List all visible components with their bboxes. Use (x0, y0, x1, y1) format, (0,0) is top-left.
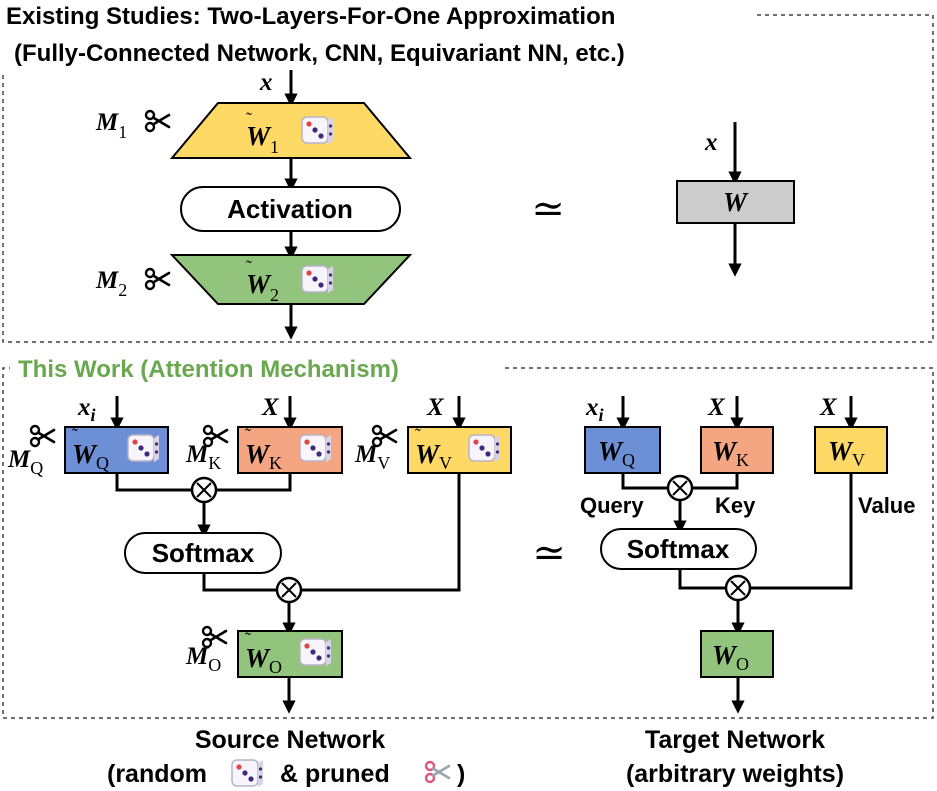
src-wv-label: WV (415, 439, 452, 473)
approx-symbol: ≃ (532, 530, 566, 575)
source-network-close-paren: ) (457, 760, 465, 788)
activation-label: Activation (227, 194, 353, 224)
tgt-wo-block (700, 630, 774, 678)
bottom-section-title: This Work (Attention Mechanism) (18, 356, 399, 383)
dice-icon (231, 759, 264, 788)
tgt-input-k-label: X (707, 394, 726, 421)
scissors-icon (29, 424, 56, 448)
tgt-wq-label: WQ (598, 436, 635, 470)
target-weight-label: W (723, 187, 749, 217)
top-section-title: Existing Studies: Two-Layers-For-One App… (6, 3, 615, 30)
tgt-key-label: Key (715, 493, 756, 518)
scissors-icon (424, 760, 451, 784)
multiply-icon (275, 576, 303, 604)
target-network-subtitle: (arbitrary weights) (626, 760, 844, 788)
tgt-wv-label: WV (828, 436, 865, 470)
src-softmax-to-multiply (202, 573, 276, 592)
weight1-layer (169, 102, 413, 159)
src-mask-k-label: MK (185, 441, 221, 473)
src-mask-v-label: MV (354, 441, 390, 473)
dice-icon (299, 638, 332, 667)
top-section: Existing Studies: Two-Layers-For-One App… (2, 3, 934, 343)
top-section-subtitle: (Fully-Connected Network, CNN, Equivaria… (14, 40, 625, 67)
dice-icon (301, 265, 334, 294)
tgt-wo-label: WO (712, 640, 749, 674)
src-softmax-label: Softmax (152, 538, 255, 568)
input-x-label: x (259, 69, 273, 96)
weight2-layer (169, 254, 413, 305)
src-wq-label: WQ (72, 439, 109, 473)
src-input-v-label: X (426, 394, 445, 421)
dice-icon (301, 116, 334, 145)
src-input-q-label: xi (77, 394, 96, 425)
source-network-title: Source Network (195, 726, 385, 754)
src-mask-q-label: MQ (7, 446, 43, 478)
tgt-wq-block (584, 426, 661, 474)
weight1-label: W1 (246, 121, 279, 157)
bottom-section-border (2, 367, 934, 719)
footer: Source Network (random & pruned ) Target… (107, 726, 844, 788)
target-weight-block (676, 180, 795, 224)
tgt-softmax-to-multiply (678, 569, 725, 590)
target-input-x-label: x (704, 129, 718, 156)
target-network-title: Target Network (645, 726, 825, 754)
tilde-mark: ˜ (415, 425, 421, 445)
multiply-icon (190, 476, 218, 504)
tilde-mark: ˜ (245, 629, 251, 649)
top-section-border (2, 14, 934, 343)
src-mask-o-label: MO (185, 643, 221, 675)
multiply-icon (724, 574, 752, 602)
tgt-input-v-label: X (819, 394, 838, 421)
scissors-icon (144, 109, 171, 133)
approx-symbol: ≃ (531, 186, 565, 231)
scissors-icon (144, 267, 171, 291)
dice-icon (468, 434, 501, 463)
dice-icon (127, 434, 160, 463)
multiply-icon (666, 474, 694, 502)
mask2-label: M2 (95, 267, 127, 300)
tgt-query-label: Query (580, 493, 644, 518)
src-input-k-label: X (261, 394, 280, 421)
tgt-input-q-label: xi (585, 394, 604, 425)
source-network-random-text: (random (107, 760, 207, 788)
tgt-softmax-label: Softmax (627, 534, 730, 564)
src-wo-label: WO (245, 643, 282, 677)
tilde-mark: ˜ (72, 425, 78, 445)
mask1-label: M1 (95, 109, 127, 142)
src-wk-label: WK (245, 439, 282, 473)
tgt-wk-block (700, 426, 774, 474)
weight2-label: W2 (246, 269, 279, 305)
tgt-v-to-multiply (751, 473, 853, 590)
source-network-pruned-text: & pruned (280, 760, 390, 788)
dice-icon (299, 434, 332, 463)
bottom-section: This Work (Attention Mechanism) xi MQ WQ… (2, 356, 934, 719)
tilde-mark: ˜ (245, 425, 251, 445)
tgt-value-label: Value (858, 493, 915, 518)
src-v-to-multiply (302, 473, 461, 592)
tilde-mark: ˜ (246, 257, 252, 277)
tilde-mark: ˜ (246, 109, 252, 129)
tgt-wk-label: WK (712, 436, 749, 470)
